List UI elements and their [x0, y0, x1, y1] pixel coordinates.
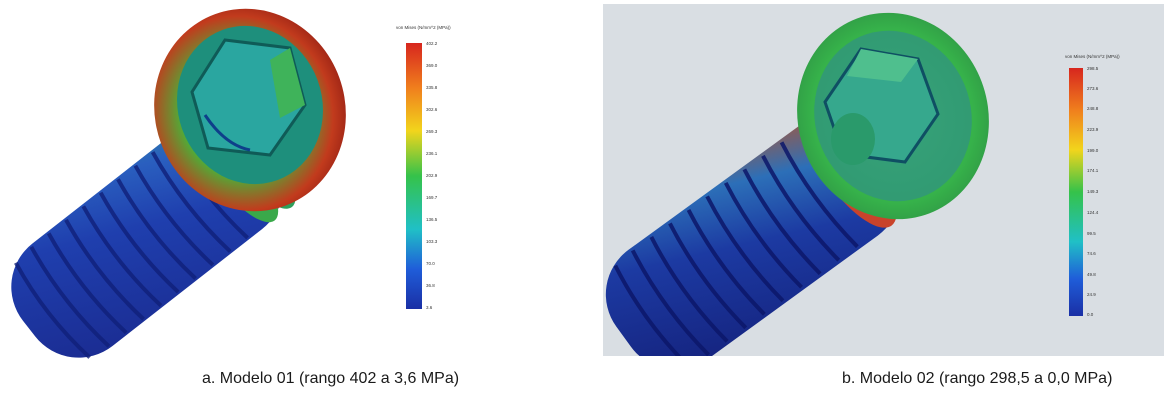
- legend-tick: 199.0: [1087, 148, 1099, 153]
- legend-tick: 0.0: [1087, 312, 1094, 317]
- legend-tick: 169.7: [426, 195, 438, 200]
- legend-tick: 49.8: [1087, 272, 1096, 277]
- legend-tick: 202.9: [426, 173, 438, 178]
- legend-tick: 136.5: [426, 217, 438, 222]
- figure-b-panel: von Mises (N/mm^2 (MPa)) 298.5 273.6 248…: [603, 4, 1164, 356]
- color-scale-bar: [1069, 68, 1083, 316]
- legend-tick: 24.9: [1087, 292, 1096, 297]
- legend-title: von Mises (N/mm^2 (MPa)): [396, 25, 451, 30]
- caption-figure-a: a. Modelo 01 (rango 402 a 3,6 MPa): [202, 370, 460, 387]
- legend-tick: 70.0: [426, 261, 435, 266]
- legend-tick: 236.1: [426, 151, 438, 156]
- screw-model-01-render: [11, 8, 346, 359]
- caption-figure-b: b. Modelo 02 (rango 298,5 a 0,0 MPa): [842, 370, 1113, 387]
- legend-tick: 99.5: [1087, 231, 1096, 236]
- legend-tick: 174.1: [1087, 168, 1099, 173]
- legend-tick: 298.5: [1087, 66, 1099, 71]
- legend-tick: 402.2: [426, 41, 438, 46]
- screw-model-02-render: [605, 12, 989, 356]
- color-scale-bar: [406, 43, 422, 309]
- legend-tick: 302.6: [426, 107, 438, 112]
- legend-tick: 124.4: [1087, 210, 1099, 215]
- legend-tick: 335.8: [426, 85, 438, 90]
- legend-a: von Mises (N/mm^2 (MPa)) 402.2 369.0 335…: [380, 25, 520, 325]
- legend-tick: 223.9: [1087, 127, 1099, 132]
- legend-b: von Mises (N/mm^2 (MPa)) 298.5 273.6 248…: [1055, 54, 1155, 334]
- legend-title: von Mises (N/mm^2 (MPa)): [1065, 54, 1120, 59]
- legend-tick: 273.6: [1087, 86, 1099, 91]
- legend-tick: 74.6: [1087, 251, 1096, 256]
- legend-tick: 369.0: [426, 63, 438, 68]
- legend-tick: 103.3: [426, 239, 438, 244]
- legend-tick: 269.3: [426, 129, 438, 134]
- figure-a-panel: von Mises (N/mm^2 (MPa)) 402.2 369.0 335…: [0, 0, 580, 360]
- legend-tick: 3.6: [426, 305, 433, 310]
- legend-tick: 36.8: [426, 283, 435, 288]
- legend-tick: 248.8: [1087, 106, 1099, 111]
- legend-tick: 149.3: [1087, 189, 1099, 194]
